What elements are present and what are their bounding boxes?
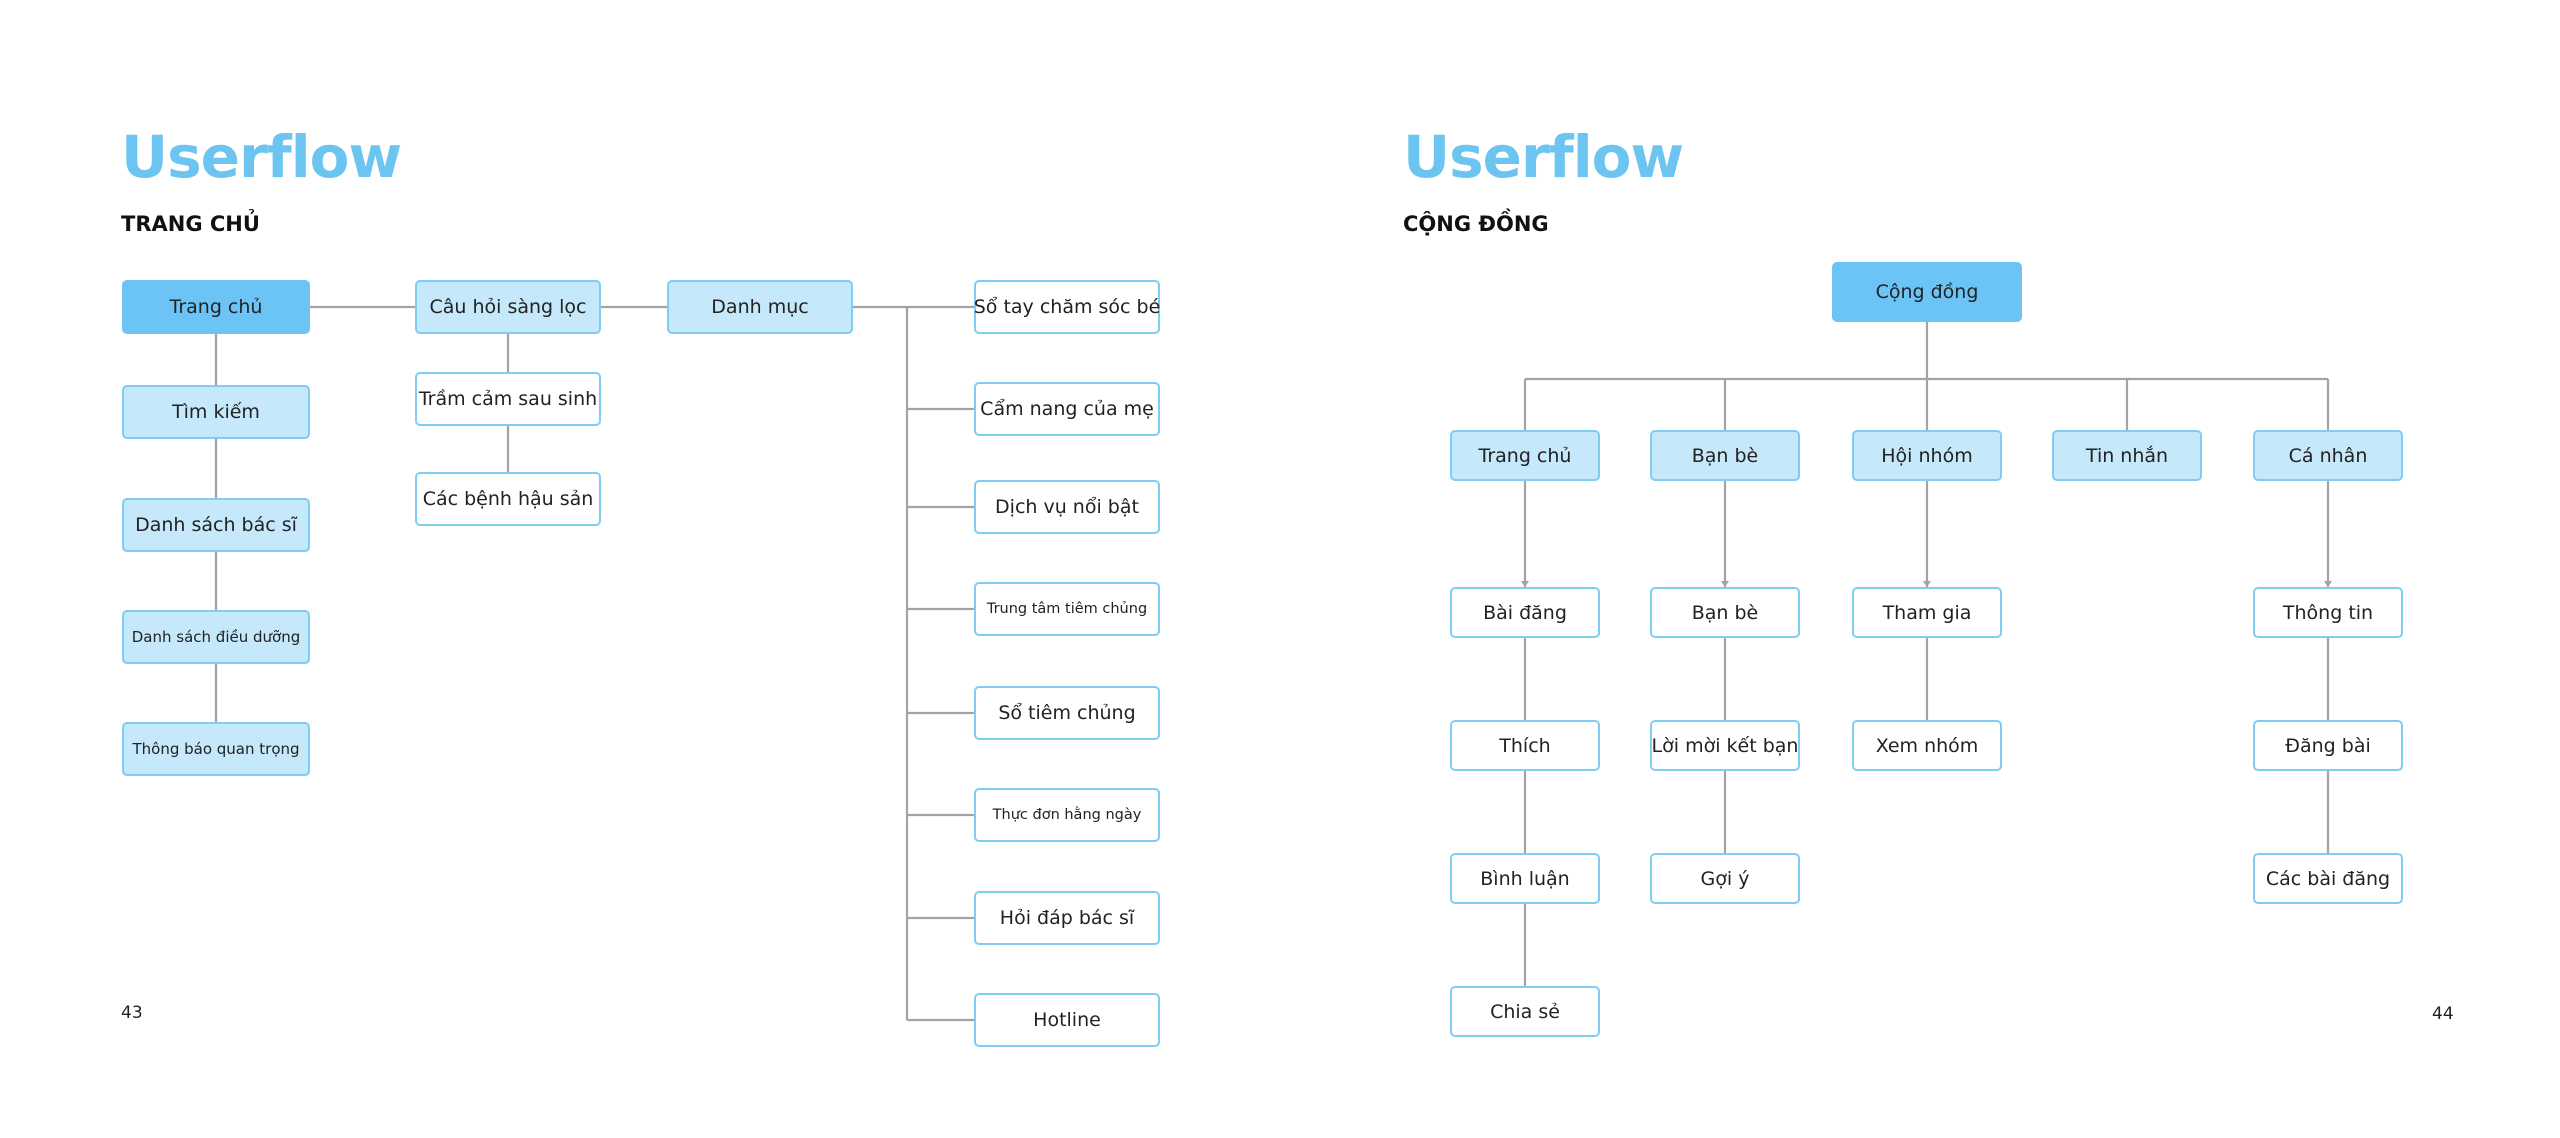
node-hotline[interactable]: Hotline xyxy=(974,993,1160,1047)
node-bai-dang[interactable]: Bài đăng xyxy=(1450,587,1600,638)
node-hoi-nhom[interactable]: Hội nhóm xyxy=(1852,430,2002,481)
node-cong-dong[interactable]: Cộng đồng xyxy=(1832,262,2022,322)
node-tim-kiem[interactable]: Tìm kiếm xyxy=(122,385,310,439)
node-trang-chu[interactable]: Trang chủ xyxy=(1450,430,1600,481)
node-thong-bao-quan-trong[interactable]: Thông báo quan trọng xyxy=(122,722,310,776)
node-loi-moi-ket-ban[interactable]: Lời mời kết bạn xyxy=(1650,720,1800,771)
node-ban-be[interactable]: Bạn bè xyxy=(1650,430,1800,481)
node-hoi-dap-bac-si[interactable]: Hỏi đáp bác sĩ xyxy=(974,891,1160,945)
node-cac-benh-hau-san[interactable]: Các bệnh hậu sản xyxy=(415,472,601,526)
node-thich[interactable]: Thích xyxy=(1450,720,1600,771)
section-subtitle: CỘNG ĐỒNG xyxy=(1403,212,1549,236)
node-so-tay-cham-soc-be[interactable]: Sổ tay chăm sóc bé xyxy=(974,280,1160,334)
left-page: Userflow TRANG CHỦ Trang chủ Tìm kiếm Da… xyxy=(121,123,1160,1047)
node-ca-nhan[interactable]: Cá nhân xyxy=(2253,430,2403,481)
node-danh-sach-dieu-duong[interactable]: Danh sách điều dưỡng xyxy=(122,610,310,664)
node-cau-hoi-sang-loc[interactable]: Câu hỏi sàng lọc xyxy=(415,280,601,334)
node-chia-se[interactable]: Chia sẻ xyxy=(1450,986,1600,1037)
section-subtitle: TRANG CHỦ xyxy=(121,212,260,236)
node-danh-muc[interactable]: Danh mục xyxy=(667,280,853,334)
node-so-tiem-chung[interactable]: Sổ tiêm chủng xyxy=(974,686,1160,740)
node-dich-vu-noi-bat[interactable]: Dịch vụ nổi bật xyxy=(974,480,1160,534)
node-goi-y[interactable]: Gợi ý xyxy=(1650,853,1800,904)
page-number: 44 xyxy=(2432,1004,2454,1024)
node-tin-nhan[interactable]: Tin nhắn xyxy=(2052,430,2202,481)
node-trang-chu[interactable]: Trang chủ xyxy=(122,280,310,334)
right-page: Userflow CỘNG ĐỒNG Cộng đồng Trang chủ B… xyxy=(1280,0,2560,1138)
node-tham-gia[interactable]: Tham gia xyxy=(1852,587,2002,638)
node-danh-sach-bac-si[interactable]: Danh sách bác sĩ xyxy=(122,498,310,552)
node-xem-nhom[interactable]: Xem nhóm xyxy=(1852,720,2002,771)
node-cam-nang-cua-me[interactable]: Cẩm nang của mẹ xyxy=(974,382,1160,436)
page-title: Userflow xyxy=(1403,123,1684,191)
page-number: 43 xyxy=(121,1003,143,1023)
node-ban-be-list[interactable]: Bạn bè xyxy=(1650,587,1800,638)
node-trung-tam-tiem-chung[interactable]: Trung tâm tiêm chủng xyxy=(974,582,1160,636)
node-cac-bai-dang[interactable]: Các bài đăng xyxy=(2253,853,2403,904)
node-thong-tin[interactable]: Thông tin xyxy=(2253,587,2403,638)
page-title: Userflow xyxy=(121,123,402,191)
node-binh-luan[interactable]: Bình luận xyxy=(1450,853,1600,904)
node-tram-cam-sau-sinh[interactable]: Trầm cảm sau sinh xyxy=(415,372,601,426)
node-dang-bai[interactable]: Đăng bài xyxy=(2253,720,2403,771)
node-thuc-don-hang-ngay[interactable]: Thực đơn hằng ngày xyxy=(974,788,1160,842)
